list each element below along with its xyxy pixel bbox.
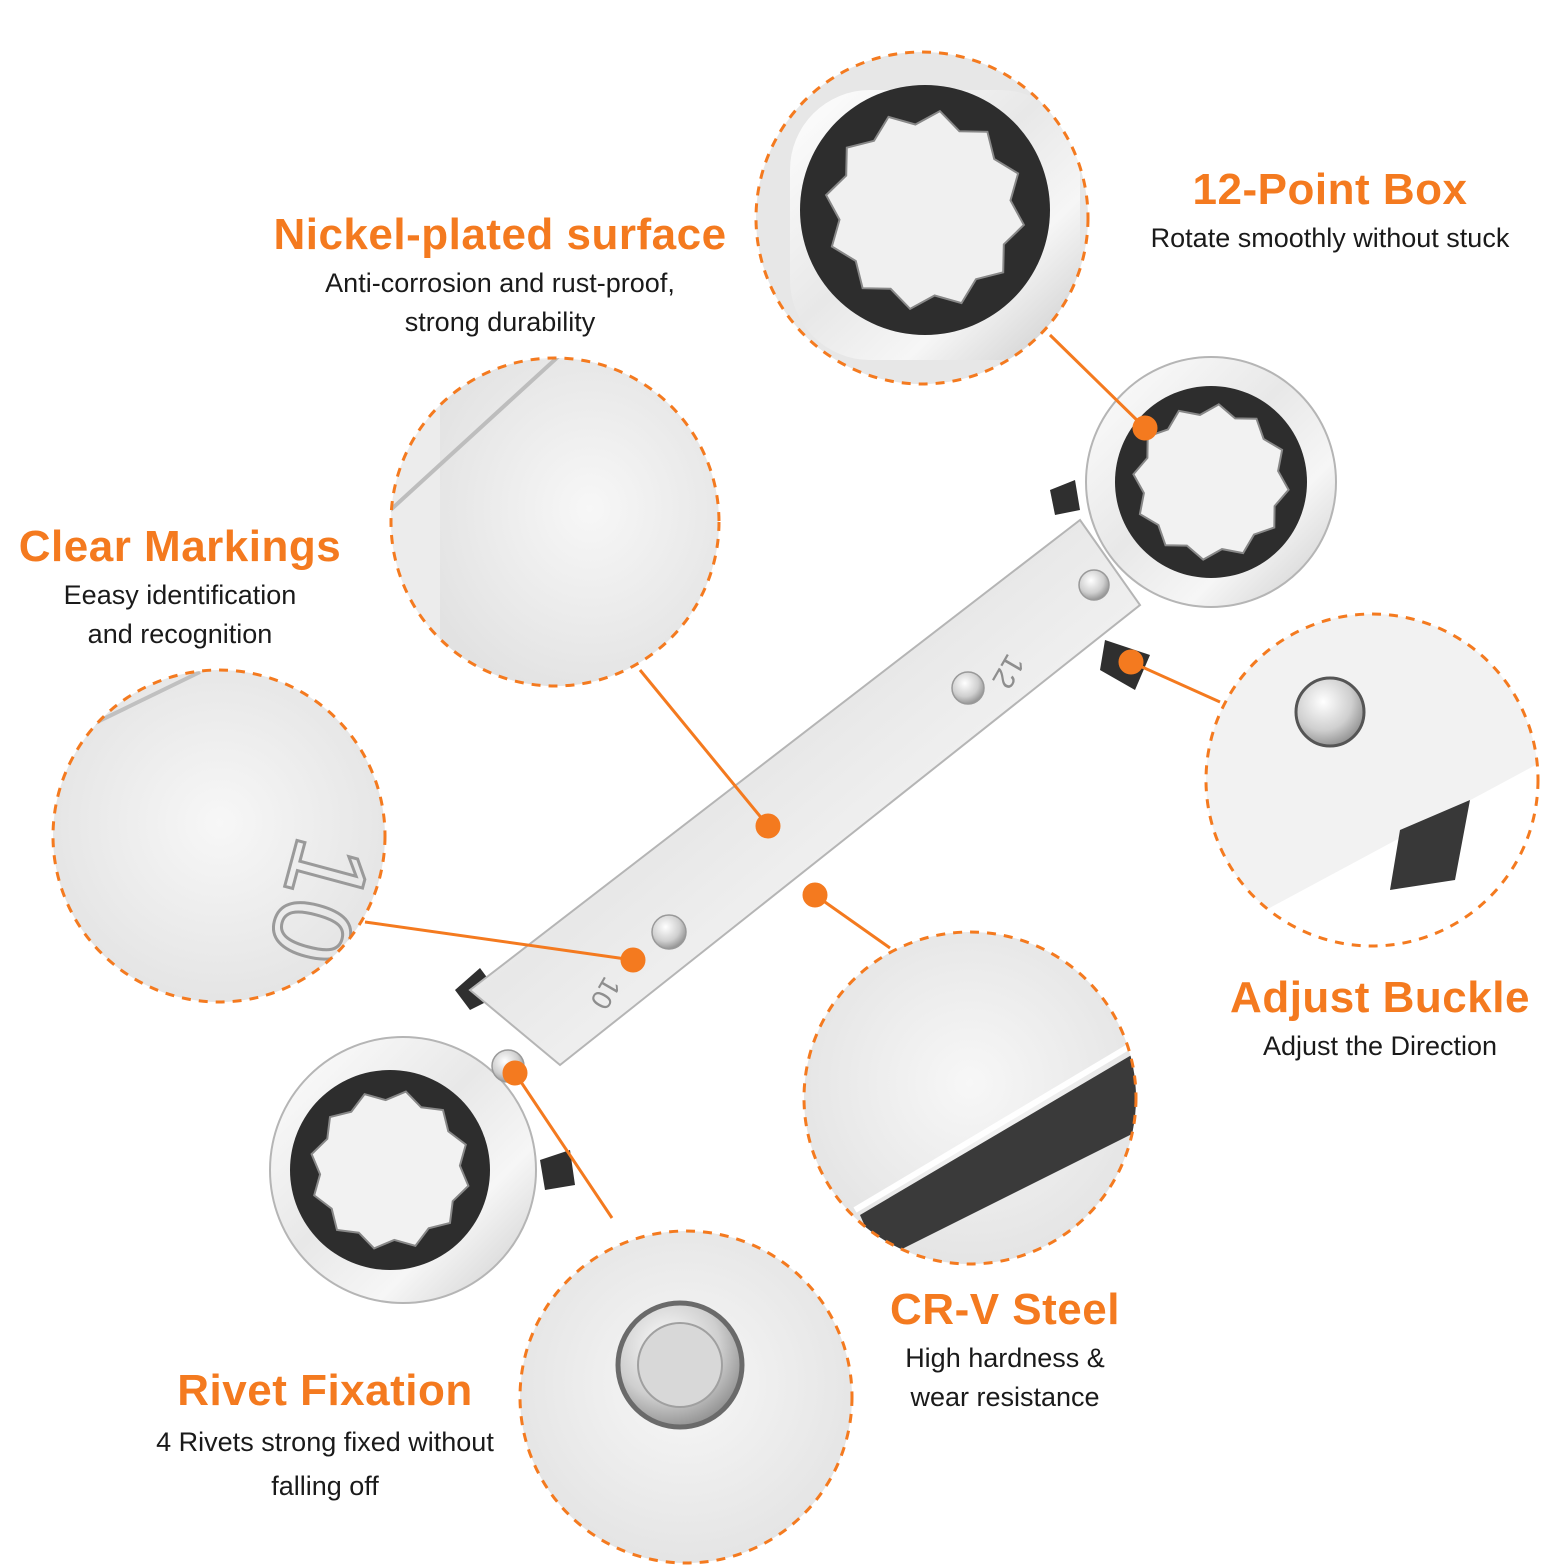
feature-title: Nickel-plated surface (273, 210, 727, 259)
steel-edge-zoom (802, 930, 1138, 1266)
upper-12-point-opening (1132, 403, 1290, 561)
rivet (1078, 569, 1110, 601)
lower-12-point-opening (310, 1090, 470, 1250)
callout-dot (502, 1060, 528, 1086)
wrench-handle (468, 518, 1142, 1067)
feature-title: Adjust Buckle (1230, 973, 1530, 1022)
feature-cr-v-steel: CR-V Steel High hardness & wear resistan… (860, 1285, 1150, 1417)
feature-title: Rivet Fixation (177, 1366, 473, 1415)
callout-line-surface (638, 669, 770, 827)
feature-adjust-buckle: Adjust Buckle Adjust the Direction (1200, 973, 1560, 1066)
feature-title: Clear Markings (18, 522, 342, 571)
feature-nickel-plated-surface: Nickel-plated surface Anti-corrosion and… (240, 210, 760, 342)
feature-description: 4 Rivets strong fixed without falling of… (156, 1427, 494, 1501)
feature-title: CR-V Steel (890, 1285, 1120, 1334)
ratchet-wrench: 12 10 (269, 356, 1337, 1304)
box-end-zoom (754, 50, 1090, 386)
feature-rivet-fixation: Rivet Fixation 4 Rivets strong fixed wit… (110, 1366, 540, 1508)
callout-dot (1132, 415, 1158, 441)
surface-zoom (389, 356, 721, 688)
feature-title: 12-Point Box (1192, 165, 1468, 214)
callout-dot (755, 813, 781, 839)
feature-description: Rotate smoothly without stuck (1150, 223, 1510, 253)
feature-clear-markings: Clear Markings Eeasy identification and … (0, 522, 360, 654)
callout-line-rivet (513, 1072, 614, 1219)
callout-dot (620, 947, 646, 973)
feature-description: Adjust the Direction (1262, 1031, 1498, 1061)
callout-dot (1118, 649, 1144, 675)
callout-line-buckle (1130, 660, 1221, 704)
rivet-zoom (518, 1229, 854, 1565)
callout-line-steel (814, 893, 891, 950)
callout-line-box (1048, 333, 1147, 430)
rivet (651, 914, 687, 950)
feature-description: High hardness & wear resistance (905, 1343, 1105, 1412)
callout-lines (364, 333, 1221, 1219)
feature-12-point-box: 12-Point Box Rotate smoothly without stu… (1110, 165, 1550, 258)
buckle-zoom (1204, 612, 1540, 948)
marking-zoom: 10 (51, 668, 387, 1004)
callout-dot (802, 882, 828, 908)
rivet (951, 671, 985, 705)
feature-description: Anti-corrosion and rust-proof, strong du… (325, 268, 675, 337)
callout-line-marking (364, 920, 634, 962)
feature-description: Eeasy identification and recognition (63, 580, 297, 649)
upper-back-lever (1050, 480, 1080, 515)
lower-back-lever (540, 1150, 575, 1190)
